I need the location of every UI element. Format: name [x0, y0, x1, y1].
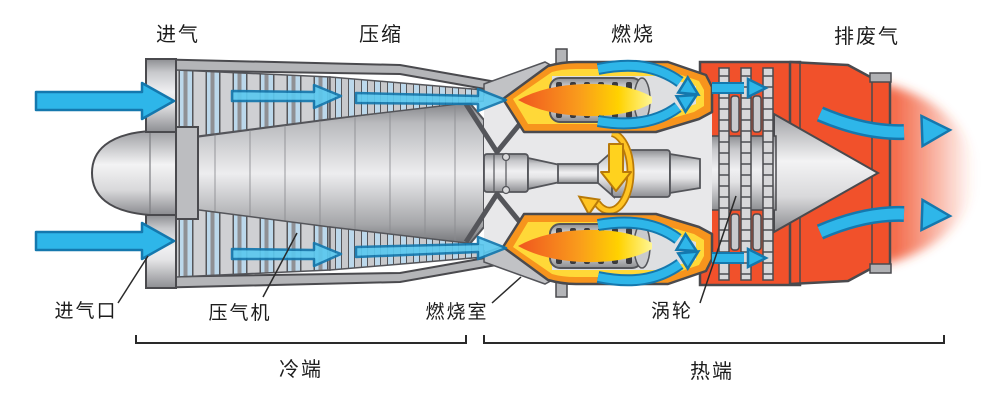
intake-arrow-top [34, 81, 176, 121]
shaft-rotation-arrow [573, 129, 635, 216]
section-brackets [135, 335, 945, 344]
airflow-arrows [34, 81, 508, 268]
combustion-chamber-top [501, 48, 714, 134]
label-combustion-chamber: 燃烧室 [425, 301, 488, 323]
flame-bottom [518, 229, 652, 263]
flame-top [518, 83, 652, 117]
leader-turbine [699, 195, 737, 304]
intake-arrow-bottom [34, 221, 176, 261]
leader-inlet [117, 255, 149, 304]
duct-arrow-top-2 [354, 87, 508, 113]
label-stage-combustion: 燃烧 [611, 22, 655, 46]
duct-arrow-bottom-2 [354, 235, 508, 261]
hot-end-bracket [483, 335, 945, 344]
label-stage-intake: 进气 [156, 22, 200, 46]
cold-end-bracket [135, 335, 467, 344]
label-compressor: 压气机 [208, 302, 271, 324]
label-cold-end: 冷端 [279, 357, 323, 381]
combustion-chamber-bottom [501, 212, 714, 298]
duct-arrow-bottom-1 [230, 241, 343, 268]
label-stage-compression: 压缩 [359, 22, 403, 46]
label-turbine: 涡轮 [651, 300, 693, 322]
exhaust-plume [884, 84, 974, 264]
turbine-inlet-arrows [712, 77, 768, 269]
duct-arrow-top-1 [230, 83, 343, 110]
leader-compressor [262, 232, 298, 298]
label-hot-end: 热端 [690, 359, 734, 383]
leader-combustion-chamber [491, 276, 522, 304]
exhaust-arrows [816, 106, 952, 240]
label-inlet: 进气口 [54, 300, 117, 322]
inlet-spinner [90, 126, 199, 220]
label-stage-exhaust: 排废气 [834, 24, 900, 48]
leader-lines [117, 195, 737, 304]
